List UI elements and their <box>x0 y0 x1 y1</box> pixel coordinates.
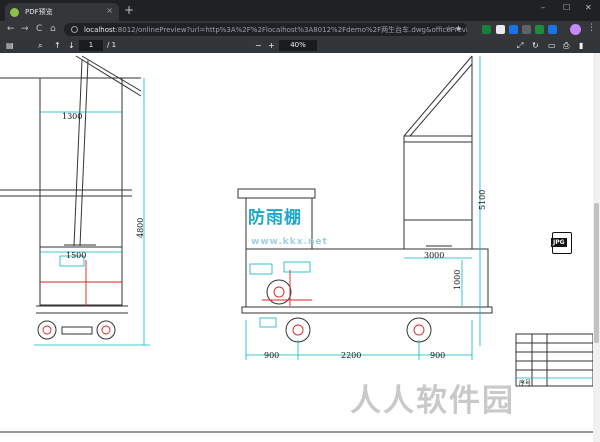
zoom-out-button[interactable]: − <box>255 41 262 50</box>
bookmark-star-icon[interactable]: ☆ ★ <box>445 24 462 33</box>
address-bar[interactable]: localhost:8012/onlinePreview?url=http%3A… <box>64 23 468 36</box>
jpg-download-icon[interactable]: JPG <box>551 232 572 254</box>
watermark-brand: 防雨棚 <box>248 208 302 228</box>
next-page-icon[interactable]: ↓ <box>68 41 75 50</box>
scrollbar-thumb[interactable] <box>594 203 599 343</box>
dimension-label: 1300 <box>62 112 82 121</box>
open-file-icon[interactable]: ▭ <box>548 41 556 50</box>
pdf-toolbar: ▤ ⌕ ↑ ↓ 1 / 1 − + 40% ⤢ ↻ ▭ ⎙ ▮ <box>0 38 600 53</box>
url-text: localhost:8012/onlinePreview?url=http%3A… <box>84 25 468 34</box>
sidebar-toggle-icon[interactable]: ▤ <box>6 41 14 50</box>
rotate-icon[interactable]: ↻ <box>532 41 539 50</box>
previous-page-icon[interactable]: ↑ <box>54 41 61 50</box>
extension-icon[interactable] <box>482 25 491 34</box>
browser-tab-strip: PDF预览 × + – ☐ ✕ <box>0 0 600 21</box>
page-total: / 1 <box>107 41 117 49</box>
dimension-label: 900 <box>430 351 445 360</box>
tab-title: PDF预览 <box>25 8 53 16</box>
fit-page-icon[interactable]: ⤢ <box>517 41 524 50</box>
watermark-site: 人人软件园 <box>350 383 515 419</box>
site-info-icon[interactable] <box>71 26 78 33</box>
bookmark-icon[interactable]: ▮ <box>579 41 584 50</box>
tab-close-icon[interactable]: × <box>106 6 113 15</box>
dimension-label: 5100 <box>478 190 487 210</box>
extension-icon[interactable] <box>509 25 518 34</box>
minimize-button[interactable]: – <box>541 3 545 12</box>
dimension-label: 900 <box>264 351 279 360</box>
zoom-in-button[interactable]: + <box>268 41 275 50</box>
forward-button[interactable]: → <box>21 24 29 34</box>
profile-avatar[interactable] <box>570 24 581 35</box>
browser-toolbar: ← → C ⌂ localhost:8012/onlinePreview?url… <box>0 21 600 38</box>
maximize-button[interactable]: ☐ <box>563 3 571 12</box>
extension-icon[interactable] <box>522 25 531 34</box>
dimension-label: 3000 <box>424 251 444 260</box>
favicon-icon <box>10 7 19 17</box>
cad-drawing: 1300 1500 4800 3000 5100 1000 900 2200 9… <box>0 55 594 433</box>
vertical-scrollbar[interactable] <box>593 53 600 442</box>
title-block-label: 序号 <box>519 379 531 387</box>
search-icon[interactable]: ⌕ <box>38 41 43 50</box>
zoom-select[interactable]: 40% <box>279 40 317 51</box>
extension-icon[interactable] <box>535 25 544 34</box>
dimension-label: 1500 <box>66 251 86 260</box>
extension-icon[interactable] <box>548 25 557 34</box>
print-icon[interactable]: ⎙ <box>563 41 570 50</box>
back-button[interactable]: ← <box>7 24 15 34</box>
extension-icon[interactable] <box>496 25 505 34</box>
close-window-button[interactable]: ✕ <box>585 3 592 12</box>
browser-menu-icon[interactable]: ⋮ <box>587 23 596 33</box>
new-tab-button[interactable]: + <box>124 3 135 17</box>
dimension-label: 1000 <box>453 270 462 290</box>
home-button[interactable]: ⌂ <box>50 24 56 34</box>
dimension-label: 4800 <box>136 218 145 238</box>
reload-button[interactable]: C <box>36 24 43 34</box>
browser-tab[interactable]: PDF预览 × <box>5 3 119 21</box>
page-number-input[interactable]: 1 <box>79 40 103 51</box>
dimension-label: 2200 <box>341 351 361 360</box>
watermark-url: www.kkx.net <box>251 237 328 247</box>
pdf-page-content: 1300 1500 4800 3000 5100 1000 900 2200 9… <box>0 53 600 442</box>
